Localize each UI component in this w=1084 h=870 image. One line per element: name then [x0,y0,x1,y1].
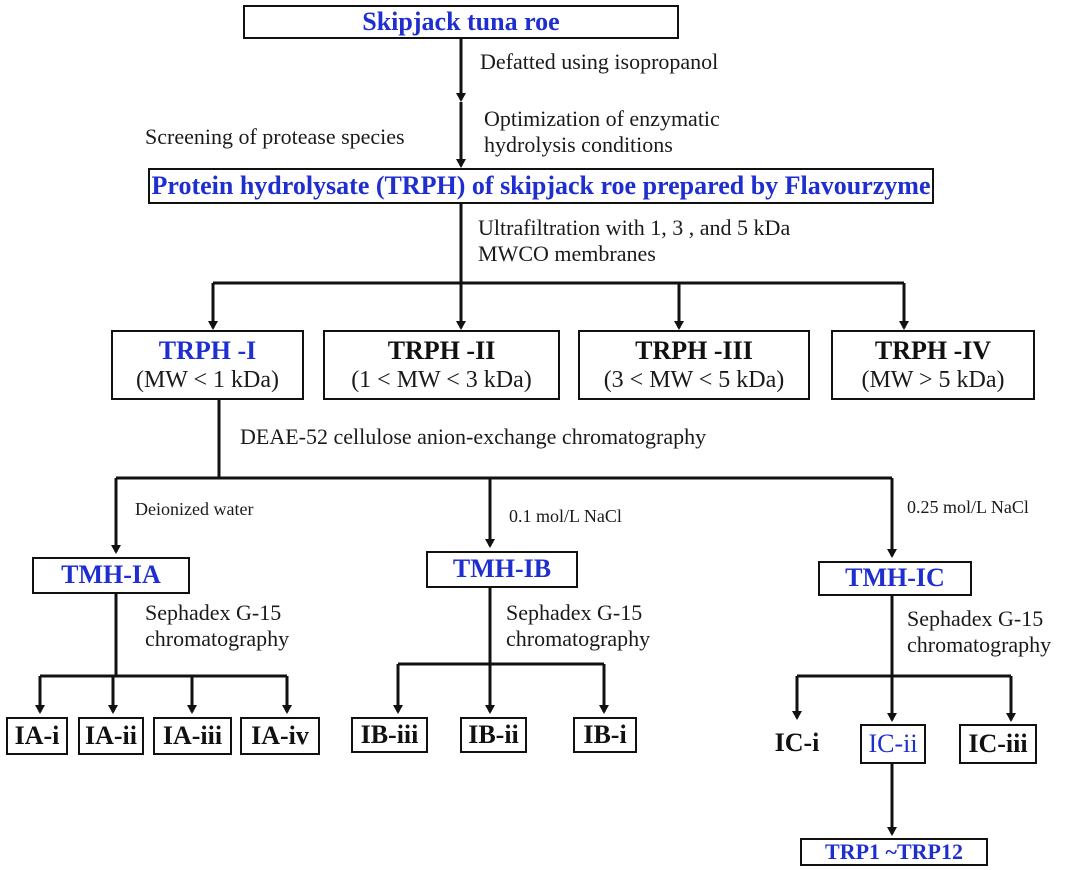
node-trph-iii-sub: (3 < MW < 5 kDa) [603,367,785,394]
step-nacl-01: 0.1 mol/L NaCl [509,506,622,528]
step-nacl-025: 0.25 mol/L NaCl [907,497,1029,519]
node-trph-ii: TRPH -II (1 < MW < 3 kDa) [323,330,560,400]
node-trp: TRP1 ~TRP12 [800,838,988,866]
node-trp-label: TRP1 ~TRP12 [825,838,963,864]
step-sephadex-b-line-2: chromatography [506,626,651,652]
node-skipjack-tuna-roe: Skipjack tuna roe [243,5,679,39]
node-ia-ii: IA-ii [78,717,144,755]
step-deionized-water: Deionized water [135,499,253,521]
step-ultrafiltration-line-1: Ultrafiltration with 1, 3 , and 5 kDa [478,215,791,240]
step-optimization-line-1: Optimization of enzymatic [484,106,720,131]
step-optimization-line-2: hydrolysis conditions [484,132,673,158]
node-ia-iv: IA-iv [240,717,320,755]
node-ic-iii-label: IC-iii [968,728,1028,758]
node-ib-iii-label: IB-iii [360,719,419,749]
node-ic-ii-label: IC-ii [868,728,918,758]
step-deae: DEAE-52 cellulose anion-exchange chromat… [240,424,706,450]
step-defatted: Defatted using isopropanol [480,49,718,75]
step-defatted-text: Defatted using isopropanol [480,49,719,74]
node-ia-iii: IA-iii [153,717,232,755]
step-sephadex-a-line-1: Sephadex G-15 [145,600,282,625]
node-ib-iii: IB-iii [351,717,428,753]
node-ib-ii: IB-ii [460,717,527,753]
node-ia-ii-label: IA-ii [85,720,137,750]
node-trph-ii-sub: (1 < MW < 3 kDa) [351,367,532,394]
node-trph-i-sub: (MW < 1 kDa) [135,367,280,394]
node-trph-iv-sub: (MW > 5 kDa) [861,367,1005,394]
node-trph-i: TRPH -I (MW < 1 kDa) [111,330,304,400]
node-tmh-ia-label: TMH-IA [61,560,161,590]
step-sephadex-c: Sephadex G-15 chromatography [907,606,1051,659]
node-ic-i: IC-i [757,722,837,764]
node-ib-i: IB-i [573,717,637,753]
step-sephadex-a-line-2: chromatography [145,626,290,652]
node-ib-ii-label: IB-ii [468,719,519,749]
node-ic-i-label: IC-i [774,727,820,757]
node-trph-ii-title: TRPH -II [387,335,496,365]
node-ic-iii: IC-iii [959,724,1037,764]
step-nacl-01-text: 0.1 mol/L NaCl [509,506,622,526]
node-ic-ii: IC-ii [860,724,926,764]
step-sephadex-c-line-2: chromatography [907,632,1052,658]
node-tmh-ia: TMH-IA [32,557,190,594]
node-tmh-ib-label: TMH-IB [452,554,552,584]
node-ia-i-label: IA-i [14,720,60,750]
step-optimization: Optimization of enzymatic hydrolysis con… [484,106,720,159]
step-deionized-water-text: Deionized water [135,499,254,519]
step-sephadex-c-line-1: Sephadex G-15 [907,606,1044,631]
node-trph-label: Protein hydrolysate (TRPH) of skipjack r… [151,170,931,200]
node-tmh-ib: TMH-IB [426,551,578,588]
node-trph-i-title: TRPH -I [158,335,257,365]
node-ib-i-label: IB-i [583,719,627,749]
node-ia-iv-label: IA-iv [251,720,309,750]
node-trph-iii-title: TRPH -III [635,335,753,365]
step-sephadex-a: Sephadex G-15 chromatography [145,600,289,653]
step-deae-text: DEAE-52 cellulose anion-exchange chromat… [240,424,707,449]
step-sephadex-b-line-1: Sephadex G-15 [506,600,643,625]
node-trph-iv: TRPH -IV (MW > 5 kDa) [831,330,1035,400]
node-trph-iv-title: TRPH -IV [874,335,992,365]
node-trph: Protein hydrolysate (TRPH) of skipjack r… [148,168,934,204]
node-tmh-ic: TMH-IC [818,561,972,596]
node-ia-iii-label: IA-iii [162,720,223,750]
step-ultrafiltration: Ultrafiltration with 1, 3 , and 5 kDa MW… [478,215,790,268]
node-skipjack-tuna-roe-label: Skipjack tuna roe [362,6,560,36]
step-ultrafiltration-line-2: MWCO membranes [478,241,656,267]
step-screening: Screening of protease species [145,124,405,150]
node-ia-i: IA-i [6,717,68,755]
node-tmh-ic-label: TMH-IC [845,563,945,593]
step-nacl-025-text: 0.25 mol/L NaCl [907,497,1029,517]
step-screening-text: Screening of protease species [145,124,405,149]
step-sephadex-b: Sephadex G-15 chromatography [506,600,650,653]
node-trph-iii: TRPH -III (3 < MW < 5 kDa) [578,330,810,400]
